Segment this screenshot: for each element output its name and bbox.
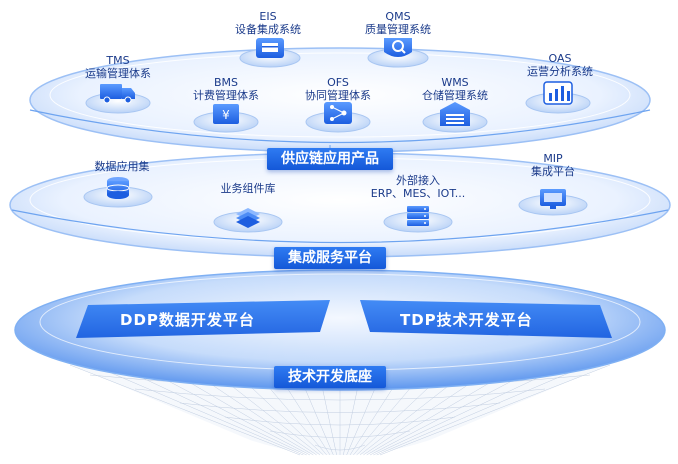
database-icon [106,177,130,199]
tdp-platform-label: TDP技术开发平台 [400,311,533,329]
tdp-bar [360,300,612,338]
quality-search-icon [384,38,412,57]
item-name: 业务组件库 [220,182,276,195]
system-name: 仓储管理系统 [422,89,488,102]
system-code: WMS [441,76,469,89]
bottom-disc [14,269,666,391]
system-name: 计费管理体系 [193,89,259,102]
system-label-qms: QMS 质量管理系统 [365,10,431,36]
system-code: BMS [213,76,239,89]
system-name: 运输管理体系 [85,67,151,80]
system-code: OFS [327,76,349,89]
system-name: 运营分析系统 [527,65,593,78]
svg-text:¥: ¥ [222,108,230,122]
system-code: OAS [548,52,572,65]
system-name: 质量管理系统 [365,23,431,36]
ddp-platform-label: DDP数据开发平台 [120,311,255,329]
tech-foundation-banner: 技术开发底座 [274,366,386,388]
system-label-wms: WMS 仓储管理系统 [422,76,488,102]
system-label-bms: BMS 计费管理体系 [193,76,259,102]
integration-banner: 集成服务平台 [274,247,386,269]
ddp-bar [76,300,330,338]
device-screen-icon [256,38,284,58]
item-name: 数据应用集 [94,160,150,173]
warehouse-icon [440,102,470,126]
item-name: 外部接入 [396,174,440,187]
system-code: QMS [385,10,411,23]
system-name: 协同管理体系 [305,89,371,102]
truck-icon [100,84,135,104]
middle-item-external: 外部接入 ERP、MES、IOT... [371,174,465,200]
supply-chain-banner: 供应链应用产品 [267,148,393,170]
system-label-ofs: OFS 协同管理体系 [305,76,371,102]
billing-icon: ¥ [213,104,239,124]
system-label-oas: OAS 运营分析系统 [527,52,593,78]
top-pedestals [85,48,591,133]
monitor-icon [540,189,566,209]
layers-icon [236,208,260,228]
network-icon [324,102,352,124]
system-code: EIS [259,10,277,23]
item-sub: 集成平台 [531,165,575,178]
middle-item-components: 业务组件库 [221,182,276,195]
system-label-eis: EIS 设备集成系统 [235,10,301,36]
item-name: MIP [543,152,563,165]
system-code: TMS [106,54,130,67]
item-sub: ERP、MES、IOT... [370,187,466,200]
server-icon [407,206,429,226]
system-name: 设备集成系统 [235,23,301,36]
analytics-chart-icon [543,81,573,105]
middle-item-data-app: 数据应用集 [95,160,150,173]
middle-item-mip: MIP 集成平台 [531,152,575,178]
system-label-tms: TMS 运输管理体系 [85,54,151,80]
